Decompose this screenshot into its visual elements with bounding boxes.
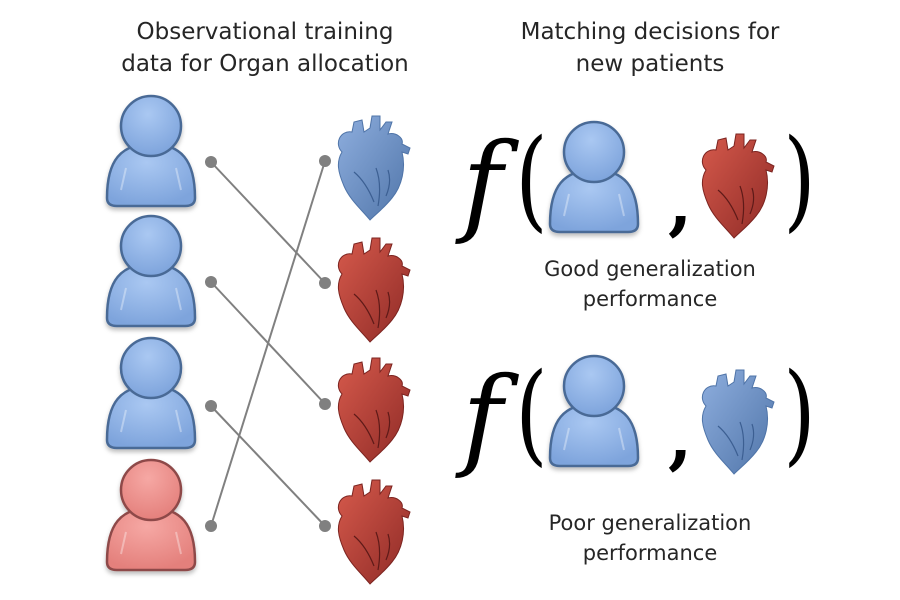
example-2-heart-icon bbox=[701, 369, 775, 475]
patient-1-dot bbox=[205, 156, 217, 168]
match-line-p1-o2 bbox=[210, 161, 326, 284]
example-1-close-paren: ) bbox=[783, 115, 816, 243]
organ-2-dot bbox=[319, 277, 331, 289]
right-panel-title: Matching decisions for new patients bbox=[490, 16, 810, 80]
organ-3-dot bbox=[319, 398, 331, 410]
match-line-p3-o4 bbox=[210, 405, 326, 527]
example-2-caption-line2: performance bbox=[582, 541, 718, 565]
example-1-open-paren: ( bbox=[515, 115, 548, 243]
organ-4-dot bbox=[319, 520, 331, 532]
heart-icon-3 bbox=[337, 357, 411, 463]
patient-icon-3 bbox=[105, 336, 197, 450]
example-2-comma: , bbox=[668, 395, 693, 478]
match-line-p4-o1 bbox=[210, 160, 326, 527]
example-2-open-paren: ( bbox=[515, 349, 548, 477]
patient-3-dot bbox=[205, 400, 217, 412]
patient-icon-1 bbox=[105, 94, 197, 208]
connector-dots bbox=[205, 155, 331, 532]
right-title-line1: Matching decisions for bbox=[520, 19, 780, 45]
example-1-caption: Good generalization performance bbox=[490, 254, 810, 314]
heart-icon-2 bbox=[337, 237, 411, 343]
left-panel-title: Observational training data for Organ al… bbox=[100, 16, 430, 80]
left-title-line1: Observational training bbox=[136, 19, 394, 45]
left-title-line2: data for Organ allocation bbox=[121, 51, 409, 77]
example-1-function-symbol: f bbox=[462, 119, 503, 247]
patient-icon-2 bbox=[105, 214, 197, 328]
right-title-line2: new patients bbox=[575, 51, 725, 77]
example-1-heart-icon bbox=[701, 133, 775, 239]
example-2-caption: Poor generalization performance bbox=[490, 508, 810, 568]
example-1-patient-icon bbox=[548, 120, 640, 234]
patient-icon-4 bbox=[105, 458, 197, 572]
patient-4-dot bbox=[205, 520, 217, 532]
connector-lines bbox=[210, 160, 326, 527]
example-2-function-symbol: f bbox=[462, 353, 503, 481]
example-1-caption-line2: performance bbox=[582, 287, 718, 311]
example-1-caption-line1: Good generalization bbox=[544, 257, 756, 281]
example-1-comma: , bbox=[668, 161, 693, 244]
example-2-caption-line1: Poor generalization bbox=[548, 511, 752, 535]
patient-2-dot bbox=[205, 276, 217, 288]
example-2-close-paren: ) bbox=[783, 349, 816, 477]
example-2-patient-icon bbox=[548, 354, 640, 468]
organ-1-dot bbox=[319, 155, 331, 167]
heart-icon-1 bbox=[337, 115, 411, 221]
heart-icon-4 bbox=[337, 479, 411, 585]
